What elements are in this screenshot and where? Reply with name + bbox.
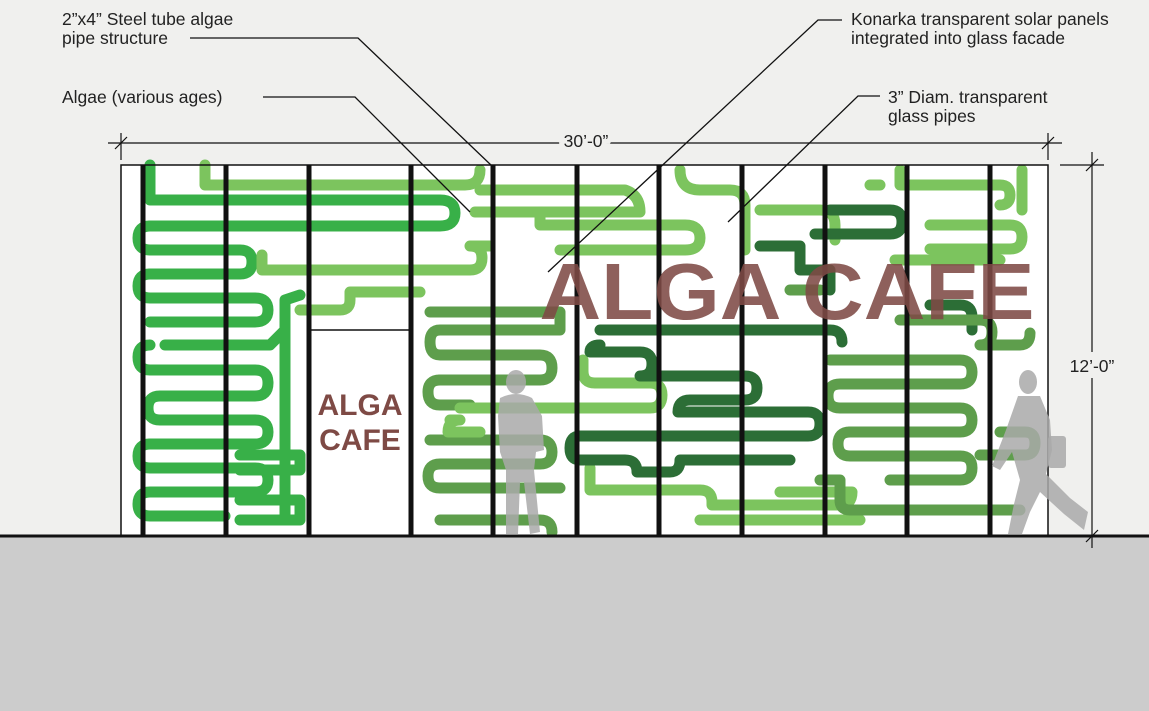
glass-pipe-run <box>294 286 426 316</box>
solar-panels-label-line1: Konarka transparent solar panels <box>851 9 1109 29</box>
glass-pipe-run <box>199 159 486 191</box>
glass-pipe-run <box>584 462 858 511</box>
door-sign-line1: ALGA <box>318 389 403 422</box>
glass-pipe-run <box>594 324 848 348</box>
glass-pipe-run <box>564 430 796 478</box>
steel-mullion <box>490 165 496 536</box>
glass-pipe-run <box>132 268 274 328</box>
annotation-leaders <box>190 19 880 273</box>
glass-pipe-run <box>442 414 486 438</box>
glass-pipe-run <box>894 164 1016 211</box>
solar-panels-label-line2: integrated into glass facade <box>851 28 1065 48</box>
steel-mullion <box>306 165 312 536</box>
steel-mullion <box>739 165 745 536</box>
steel-mullion <box>822 165 828 536</box>
glass-pipe-run <box>144 159 461 232</box>
glass-pipe-run <box>469 184 646 218</box>
width-dimension <box>108 133 1062 160</box>
glass-pipe-run <box>422 434 566 494</box>
glass-pipe-run <box>256 240 496 276</box>
steel-mullion <box>904 165 910 536</box>
glass-pipes-label-line1: 3” Diam. transparent <box>888 87 1048 107</box>
steel-mullion <box>140 165 146 536</box>
glass-pipe-run <box>924 219 1028 255</box>
steel-tube-structure <box>140 165 993 536</box>
steel-mullion <box>574 165 580 536</box>
glass-pipe-run <box>534 206 706 256</box>
glass-pipe-run <box>234 494 306 526</box>
glass-pipe-run <box>822 354 978 438</box>
walking-person-silhouette <box>992 370 1088 534</box>
glass-pipe-run <box>434 514 558 538</box>
glass-pipe-run <box>574 339 826 442</box>
glass-pipe-run <box>234 449 306 476</box>
steel-mullion <box>656 165 662 536</box>
glass-pipe-run <box>754 240 836 296</box>
steel-tube-label-line2: pipe structure <box>62 28 168 48</box>
glass-pipe-run <box>132 339 274 450</box>
glass-pipe-run <box>132 438 274 522</box>
height-dimension <box>1060 152 1104 548</box>
steel-mullion <box>223 165 229 536</box>
width-dimension-label: 30’-0” <box>564 131 609 151</box>
steel-tube-label-line1: 2”x4” Steel tube algae <box>62 9 233 29</box>
standing-person-silhouette <box>498 370 544 534</box>
glass-pipe-run <box>814 474 1026 516</box>
glass-pipes-label-line2: glass pipes <box>888 106 976 126</box>
steel-mullion <box>987 165 993 536</box>
height-label-bg <box>1064 352 1120 378</box>
glass-pipe-run <box>424 306 566 386</box>
glass-pipe-run <box>832 426 978 486</box>
ground <box>0 536 1149 711</box>
glass-pipe-run <box>422 374 476 411</box>
facade-sign: ALGA CAFE <box>540 247 1035 336</box>
glass-pipe-run <box>159 289 306 526</box>
height-dimension-label: 12’-0” <box>1070 356 1115 376</box>
steel-mullion <box>408 165 414 536</box>
glass-pipe-run <box>809 204 908 240</box>
algae-label: Algae (various ages) <box>62 87 223 107</box>
glass-pipe-run <box>132 220 258 280</box>
door-sign-line2: CAFE <box>319 424 401 457</box>
